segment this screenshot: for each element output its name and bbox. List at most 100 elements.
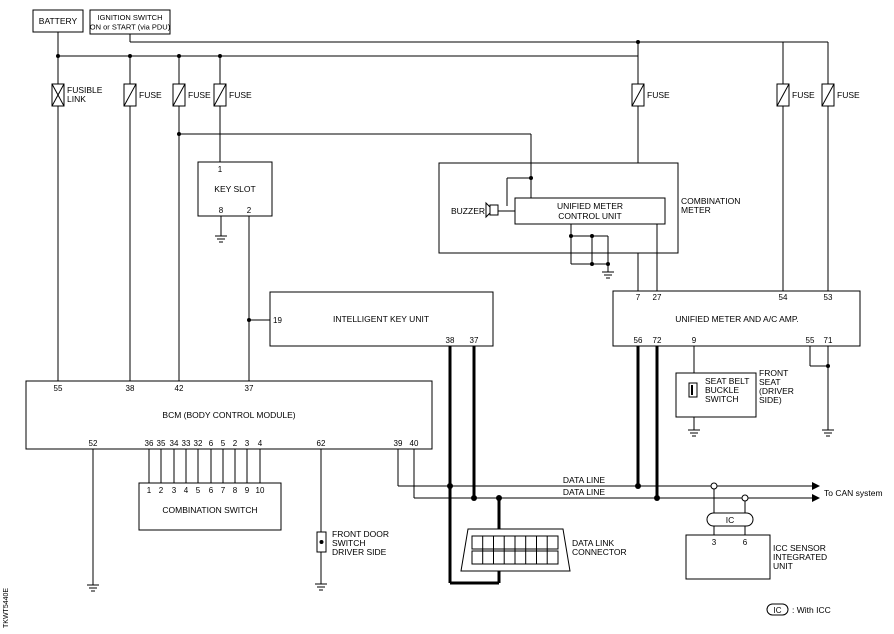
bcm-pin: 6: [209, 439, 214, 448]
fuse-38: FUSE: [123, 56, 162, 381]
intelligent-key-pin: 38: [446, 336, 455, 345]
combination-meter-label-line2: METER: [681, 205, 711, 215]
bcm-pin: 42: [175, 384, 184, 393]
fuse-label: FUSE: [837, 90, 860, 100]
meter-amp-pin: 71: [824, 336, 833, 345]
combination-switch-pin: 10: [256, 486, 265, 495]
bcm-pin: 37: [245, 384, 254, 393]
front-door-switch-line3: DRIVER SIDE: [332, 547, 387, 557]
intelligent-key-pin: 19: [273, 316, 282, 325]
fuse-meter-53: FUSE: [821, 42, 860, 291]
bcm-pin: 3: [245, 439, 250, 448]
bcm-pin: 39: [394, 439, 403, 448]
front-seat-line3: (DRIVER: [759, 386, 794, 396]
combination-switch-pin: 8: [233, 486, 238, 495]
unified-meter-control-unit-line1: UNIFIED METER: [557, 201, 623, 211]
meter-amp-pin: 9: [692, 336, 697, 345]
buzzer-label: BUZZER: [451, 206, 485, 216]
meter-amp-pin: 54: [779, 293, 788, 302]
bcm-pin: 62: [317, 439, 326, 448]
intelligent-key-pin: 37: [470, 336, 479, 345]
unified-meter-ac-amp: UNIFIED METER AND A/C AMP. 7 27 54 53 56…: [612, 290, 861, 437]
meter-amp-pin: 53: [824, 293, 833, 302]
data-link-connector-line1: DATA LINK: [572, 538, 615, 548]
fuse-label: FUSE: [229, 90, 252, 100]
data-link-connector-line2: CONNECTOR: [572, 547, 627, 557]
buzzer-icon: [485, 201, 515, 219]
combination-switch-title: COMBINATION SWITCH: [162, 505, 257, 515]
seat-belt-switch-line2: BUCKLE: [705, 385, 739, 395]
meter-amp-pin: 27: [653, 293, 662, 302]
front-seat-line2: SEAT: [759, 377, 781, 387]
meter-amp-pin: 56: [634, 336, 643, 345]
icc-legend-tag: IC: [774, 606, 782, 615]
key-slot-pin: 2: [247, 206, 252, 215]
front-seat-line1: FRONT: [759, 368, 788, 378]
ignition-switch: IGNITION SWITCH ON or START (via PDU): [89, 9, 171, 35]
combination-switch: 1 2 3 4 5 6 7 8 9 10 COMBINATION SWITCH: [138, 482, 282, 531]
intelligent-key-unit-title: INTELLIGENT KEY UNIT: [333, 314, 429, 324]
bcm-pin: 38: [126, 384, 135, 393]
meter-amp-pin: 55: [806, 336, 815, 345]
fusible-link-line2: LINK: [67, 94, 86, 104]
ignition-switch-line2: ON or START (via PDU): [90, 23, 171, 32]
bcm-pin: 52: [89, 439, 98, 448]
intelligent-key-unit: INTELLIGENT KEY UNIT 19 38 37: [269, 291, 494, 347]
fuse-label: FUSE: [139, 90, 162, 100]
seat-belt-switch-line3: SWITCH: [705, 394, 739, 404]
fuse-meter-54: FUSE: [776, 56, 815, 291]
combination-switch-wires: [148, 449, 261, 483]
icc-tag: IC: [726, 515, 735, 525]
front-door-switch-line1: FRONT DOOR: [332, 529, 389, 539]
combination-switch-pin: 4: [184, 486, 189, 495]
key-slot-pin: 8: [219, 206, 224, 215]
data-link-connector: DATA LINK CONNECTOR: [460, 528, 627, 572]
meter-amp-pin: 7: [636, 293, 641, 302]
combination-meter: COMBINATION METER UNIFIED METER CONTROL …: [438, 134, 740, 291]
data-lines: DATA LINE DATA LINE To CAN system: [397, 346, 883, 585]
seat-belt-switch-line1: SEAT BELT: [705, 376, 749, 386]
battery: BATTERY: [32, 9, 84, 33]
bcm-pin: 35: [157, 439, 166, 448]
key-slot-title: KEY SLOT: [214, 184, 255, 194]
front-door-switch: FRONT DOOR SWITCH DRIVER SIDE: [315, 449, 389, 591]
icc-legend-text: : With ICC: [792, 605, 831, 615]
power-bus: [56, 32, 828, 58]
bcm-title: BCM (BODY CONTROL MODULE): [162, 410, 295, 420]
bcm-pin: 40: [410, 439, 419, 448]
figure-id: TKWT5440E: [3, 588, 10, 628]
key-slot-pin: 1: [218, 165, 223, 174]
key-slot: 1 KEY SLOT 8 2: [197, 161, 273, 381]
bcm-pin: 5: [221, 439, 226, 448]
bcm-pin: 55: [54, 384, 63, 393]
bcm-pin: 34: [170, 439, 179, 448]
icc-pin: 3: [712, 538, 717, 547]
bcm-pin: 2: [233, 439, 238, 448]
bcm-pin: 32: [194, 439, 203, 448]
meter-amp-pin: 72: [653, 336, 662, 345]
unified-meter-control-unit-line2: CONTROL UNIT: [558, 211, 621, 221]
bcm-pin: 36: [145, 439, 154, 448]
icc-sensor-unit: IC 3 6 ICC SENSOR INTEGRATED UNIT: [685, 512, 827, 580]
icc-pin: 6: [743, 538, 748, 547]
combination-switch-pin: 5: [196, 486, 201, 495]
bcm-pin: 4: [258, 439, 263, 448]
fuse-key-slot: FUSE: [213, 56, 252, 162]
combination-meter-label-line1: COMBINATION: [681, 196, 740, 206]
data-line-label: DATA LINE: [563, 487, 606, 497]
combination-switch-pin: 2: [159, 486, 164, 495]
icc-legend: IC : With ICC: [766, 603, 831, 616]
icc-unit-line1: ICC SENSOR: [773, 543, 826, 553]
fuse-label: FUSE: [188, 90, 211, 100]
bcm: BCM (BODY CONTROL MODULE) 55 38 42 37 52…: [25, 380, 433, 592]
battery-label: BATTERY: [39, 16, 78, 26]
combination-switch-pin: 3: [172, 486, 177, 495]
unified-meter-ac-amp-title: UNIFIED METER AND A/C AMP.: [675, 314, 799, 324]
combination-switch-pin: 6: [209, 486, 214, 495]
front-door-switch-line2: SWITCH: [332, 538, 366, 548]
fuse-42: FUSE: [172, 56, 531, 381]
ignition-switch-line1: IGNITION SWITCH: [98, 13, 163, 22]
seat-belt-buckle-switch: SEAT BELT BUCKLE SWITCH FRONT SEAT (DRIV…: [675, 346, 794, 437]
to-can-system-label: To CAN system: [824, 488, 883, 498]
